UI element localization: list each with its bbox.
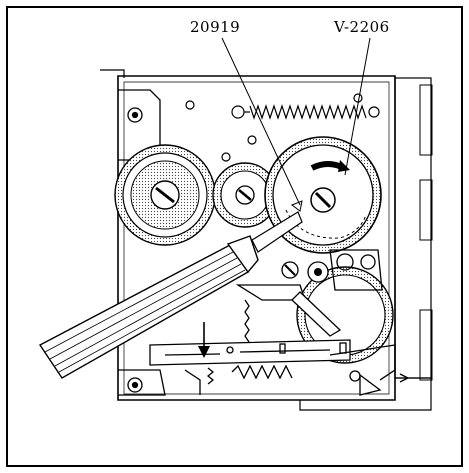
tension-spring-top bbox=[231, 104, 380, 120]
large-gear-left bbox=[114, 144, 216, 246]
middle-gear bbox=[212, 162, 278, 228]
callout-label-part-b: V-2206 bbox=[334, 18, 390, 36]
mounting-holes bbox=[185, 93, 363, 162]
lever-mechanism bbox=[235, 249, 383, 343]
lower-right-gear bbox=[281, 261, 394, 364]
callout-label-part-a: 20919 bbox=[190, 18, 241, 36]
down-arrow-indicator bbox=[198, 322, 210, 358]
figure-frame bbox=[6, 6, 463, 467]
chassis-plate bbox=[100, 69, 433, 411]
leader-lines bbox=[221, 37, 371, 206]
screwdriver bbox=[38, 211, 303, 379]
